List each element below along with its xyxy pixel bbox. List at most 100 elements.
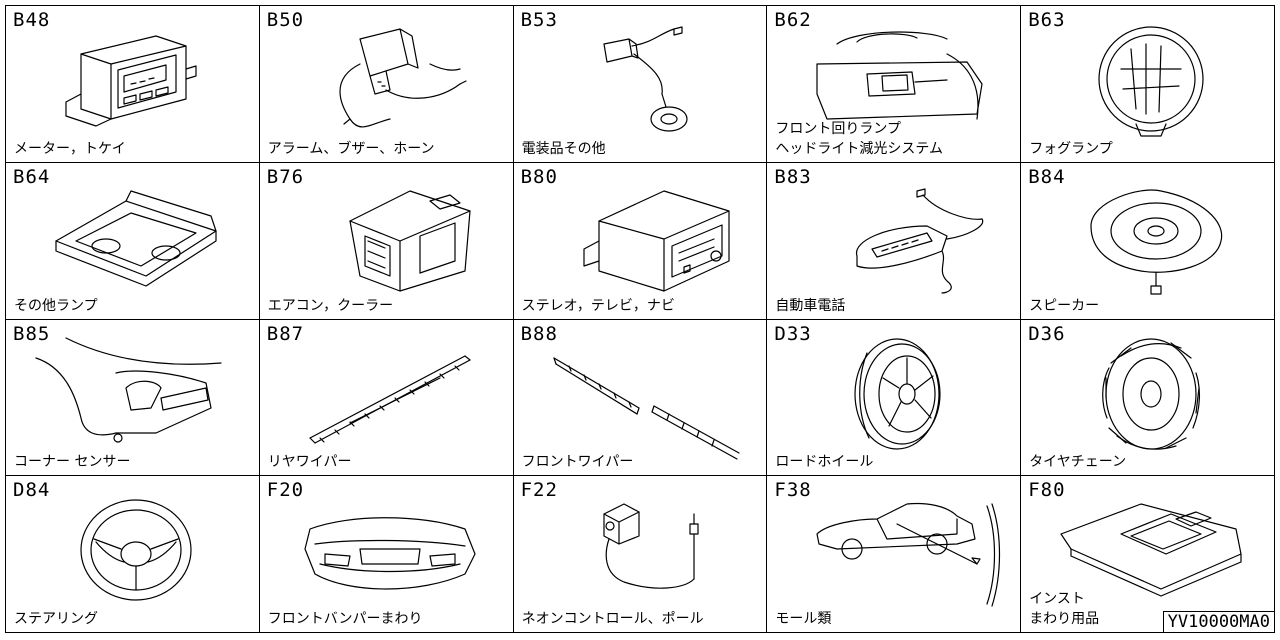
part-label: モール類	[775, 611, 832, 627]
part-cell-b63[interactable]: B63 フォグランプ	[1021, 6, 1275, 163]
electrical-part-icon-drawing	[602, 26, 688, 132]
part-code: B76	[266, 165, 305, 188]
steering-wheel-icon	[36, 494, 226, 606]
air-conditioner-icon	[290, 181, 480, 293]
part-cell-b87[interactable]: B87 リヤワイパー	[259, 319, 514, 477]
part-cell-b83[interactable]: B83 自動車電話	[767, 162, 1022, 320]
neon-control-pole-icon	[544, 494, 734, 606]
part-cell-b64[interactable]: B64 その他ランプ	[6, 162, 260, 320]
tire-chain-icon	[1051, 337, 1241, 450]
road-wheel-icon	[797, 337, 987, 450]
stereo-unit-icon	[544, 181, 734, 293]
part-cell-b53[interactable]: B53 電装品その他	[513, 6, 768, 163]
part-label: コーナー センサー	[14, 454, 131, 471]
fog-lamp-icon	[1051, 24, 1241, 137]
part-cell-f38[interactable]: F38 モール類	[767, 476, 1022, 633]
part-label: タイヤチェーン	[1029, 454, 1127, 471]
part-cell-b80[interactable]: B80 ステレオ，テレビ，ナビ	[513, 162, 768, 320]
part-label: リヤワイパー	[267, 454, 352, 471]
part-code: B63	[1028, 9, 1066, 31]
part-cell-b62[interactable]: B62 フロント回りランプ ヘッドライト減光システム	[767, 6, 1022, 163]
fog-lamp-icon-drawing	[1098, 26, 1204, 137]
car-phone-icon	[797, 181, 987, 294]
part-cell-f20[interactable]: F20 フロントバンパーまわり	[259, 476, 514, 633]
part-label: アラーム、ブザー、ホーン	[267, 140, 435, 157]
drawing-code-label: YV10000MA0	[1162, 611, 1275, 633]
part-code: B87	[266, 322, 305, 345]
front-bumper-icon	[290, 494, 480, 606]
part-label: フロントワイパー	[521, 454, 634, 471]
air-conditioner-icon-drawing	[349, 190, 471, 292]
molding-icon-drawing	[816, 503, 1001, 607]
part-code: B88	[520, 322, 558, 345]
steering-wheel-icon-drawing	[80, 499, 192, 601]
part-label: その他ランプ	[14, 297, 98, 314]
part-cell-f80[interactable]: F80 インスト まわり用品	[1021, 476, 1275, 633]
part-cell-b50[interactable]: B50 アラーム、ブザー、ホーン	[259, 6, 514, 163]
part-label: 自動車電話	[775, 297, 846, 314]
corner-sensor-icon	[35, 336, 226, 450]
part-cell-b84[interactable]: B84 スピーカー	[1021, 162, 1275, 320]
part-code: B85	[13, 322, 51, 345]
part-label: インスト まわり用品	[1029, 591, 1100, 627]
part-code: B80	[520, 165, 558, 188]
part-code: B48	[13, 9, 51, 31]
part-code: B64	[13, 165, 51, 188]
meter-clock-icon	[36, 24, 226, 136]
part-cell-d33[interactable]: D33 ロードホイール	[767, 319, 1022, 477]
speaker-icon-drawing	[1090, 189, 1223, 295]
front-wiper-icon	[544, 338, 740, 460]
room-lamp-icon	[36, 181, 226, 293]
part-label: ステレオ，テレビ，ナビ	[521, 297, 675, 314]
part-cell-b48[interactable]: B48 メーター，トケイ	[6, 6, 260, 163]
front-lamp-icon-drawing	[816, 31, 983, 120]
part-cell-b88[interactable]: B88 フロントワイパー	[513, 319, 768, 477]
part-code: B83	[774, 165, 812, 188]
part-code: B62	[774, 9, 812, 31]
instrument-panel-icon	[1051, 494, 1242, 606]
neon-control-pole-icon-drawing	[602, 503, 699, 590]
part-label: ステアリング	[14, 611, 98, 627]
part-code: B53	[520, 9, 558, 31]
alarm-buzzer-icon	[290, 24, 480, 136]
part-label: スピーカー	[1029, 297, 1100, 314]
part-label: フロント回りランプ ヘッドライト減光システム	[775, 120, 943, 157]
part-code: F20	[266, 479, 305, 502]
part-cell-b76[interactable]: B76 エアコン，クーラー	[259, 162, 514, 320]
rear-wiper-icon-drawing	[309, 354, 471, 444]
part-label: メーター，トケイ	[14, 140, 126, 157]
corner-sensor-icon-drawing	[35, 336, 222, 443]
part-code: F38	[774, 479, 812, 502]
tire-chain-icon-drawing	[1102, 337, 1201, 450]
part-label: フォグランプ	[1029, 140, 1113, 157]
speaker-icon	[1051, 181, 1241, 295]
stereo-unit-icon-drawing	[582, 190, 730, 292]
part-label: ロードホイール	[775, 454, 874, 471]
road-wheel-icon-drawing	[854, 337, 941, 450]
parts-catalog-grid: B48 メーター，トケイ B50 アラーム、ブザー、ホーン B53 電装品その他…	[5, 5, 1275, 633]
part-cell-b85[interactable]: B85 コーナー センサー	[6, 319, 260, 477]
instrument-panel-icon-drawing	[1060, 503, 1242, 597]
room-lamp-icon-drawing	[55, 190, 217, 287]
part-label: エアコン，クーラー	[267, 297, 394, 314]
front-wiper-icon-drawing	[552, 356, 740, 460]
part-code: B84	[1028, 165, 1066, 188]
part-code: F22	[520, 479, 558, 502]
part-cell-d36[interactable]: D36 タイヤチェーン	[1021, 319, 1275, 477]
part-label: 電装品その他	[521, 140, 606, 157]
rear-wiper-icon	[290, 338, 480, 450]
part-label: ネオンコントロール、ポール	[521, 611, 704, 627]
front-bumper-icon-drawing	[304, 517, 476, 590]
part-code: D84	[13, 479, 51, 502]
part-code: F80	[1028, 479, 1066, 502]
car-phone-icon-drawing	[856, 188, 984, 294]
part-code: B50	[266, 9, 305, 31]
part-code: D33	[774, 322, 812, 345]
part-cell-d84[interactable]: D84 ステアリング	[6, 476, 260, 633]
part-cell-f22[interactable]: F22 ネオンコントロール、ポール	[513, 476, 768, 633]
meter-clock-icon-drawing	[65, 35, 197, 127]
front-lamp-icon	[797, 24, 987, 136]
part-label: フロントバンパーまわり	[267, 611, 423, 627]
molding-icon	[797, 494, 1001, 607]
part-code: D36	[1028, 322, 1066, 345]
